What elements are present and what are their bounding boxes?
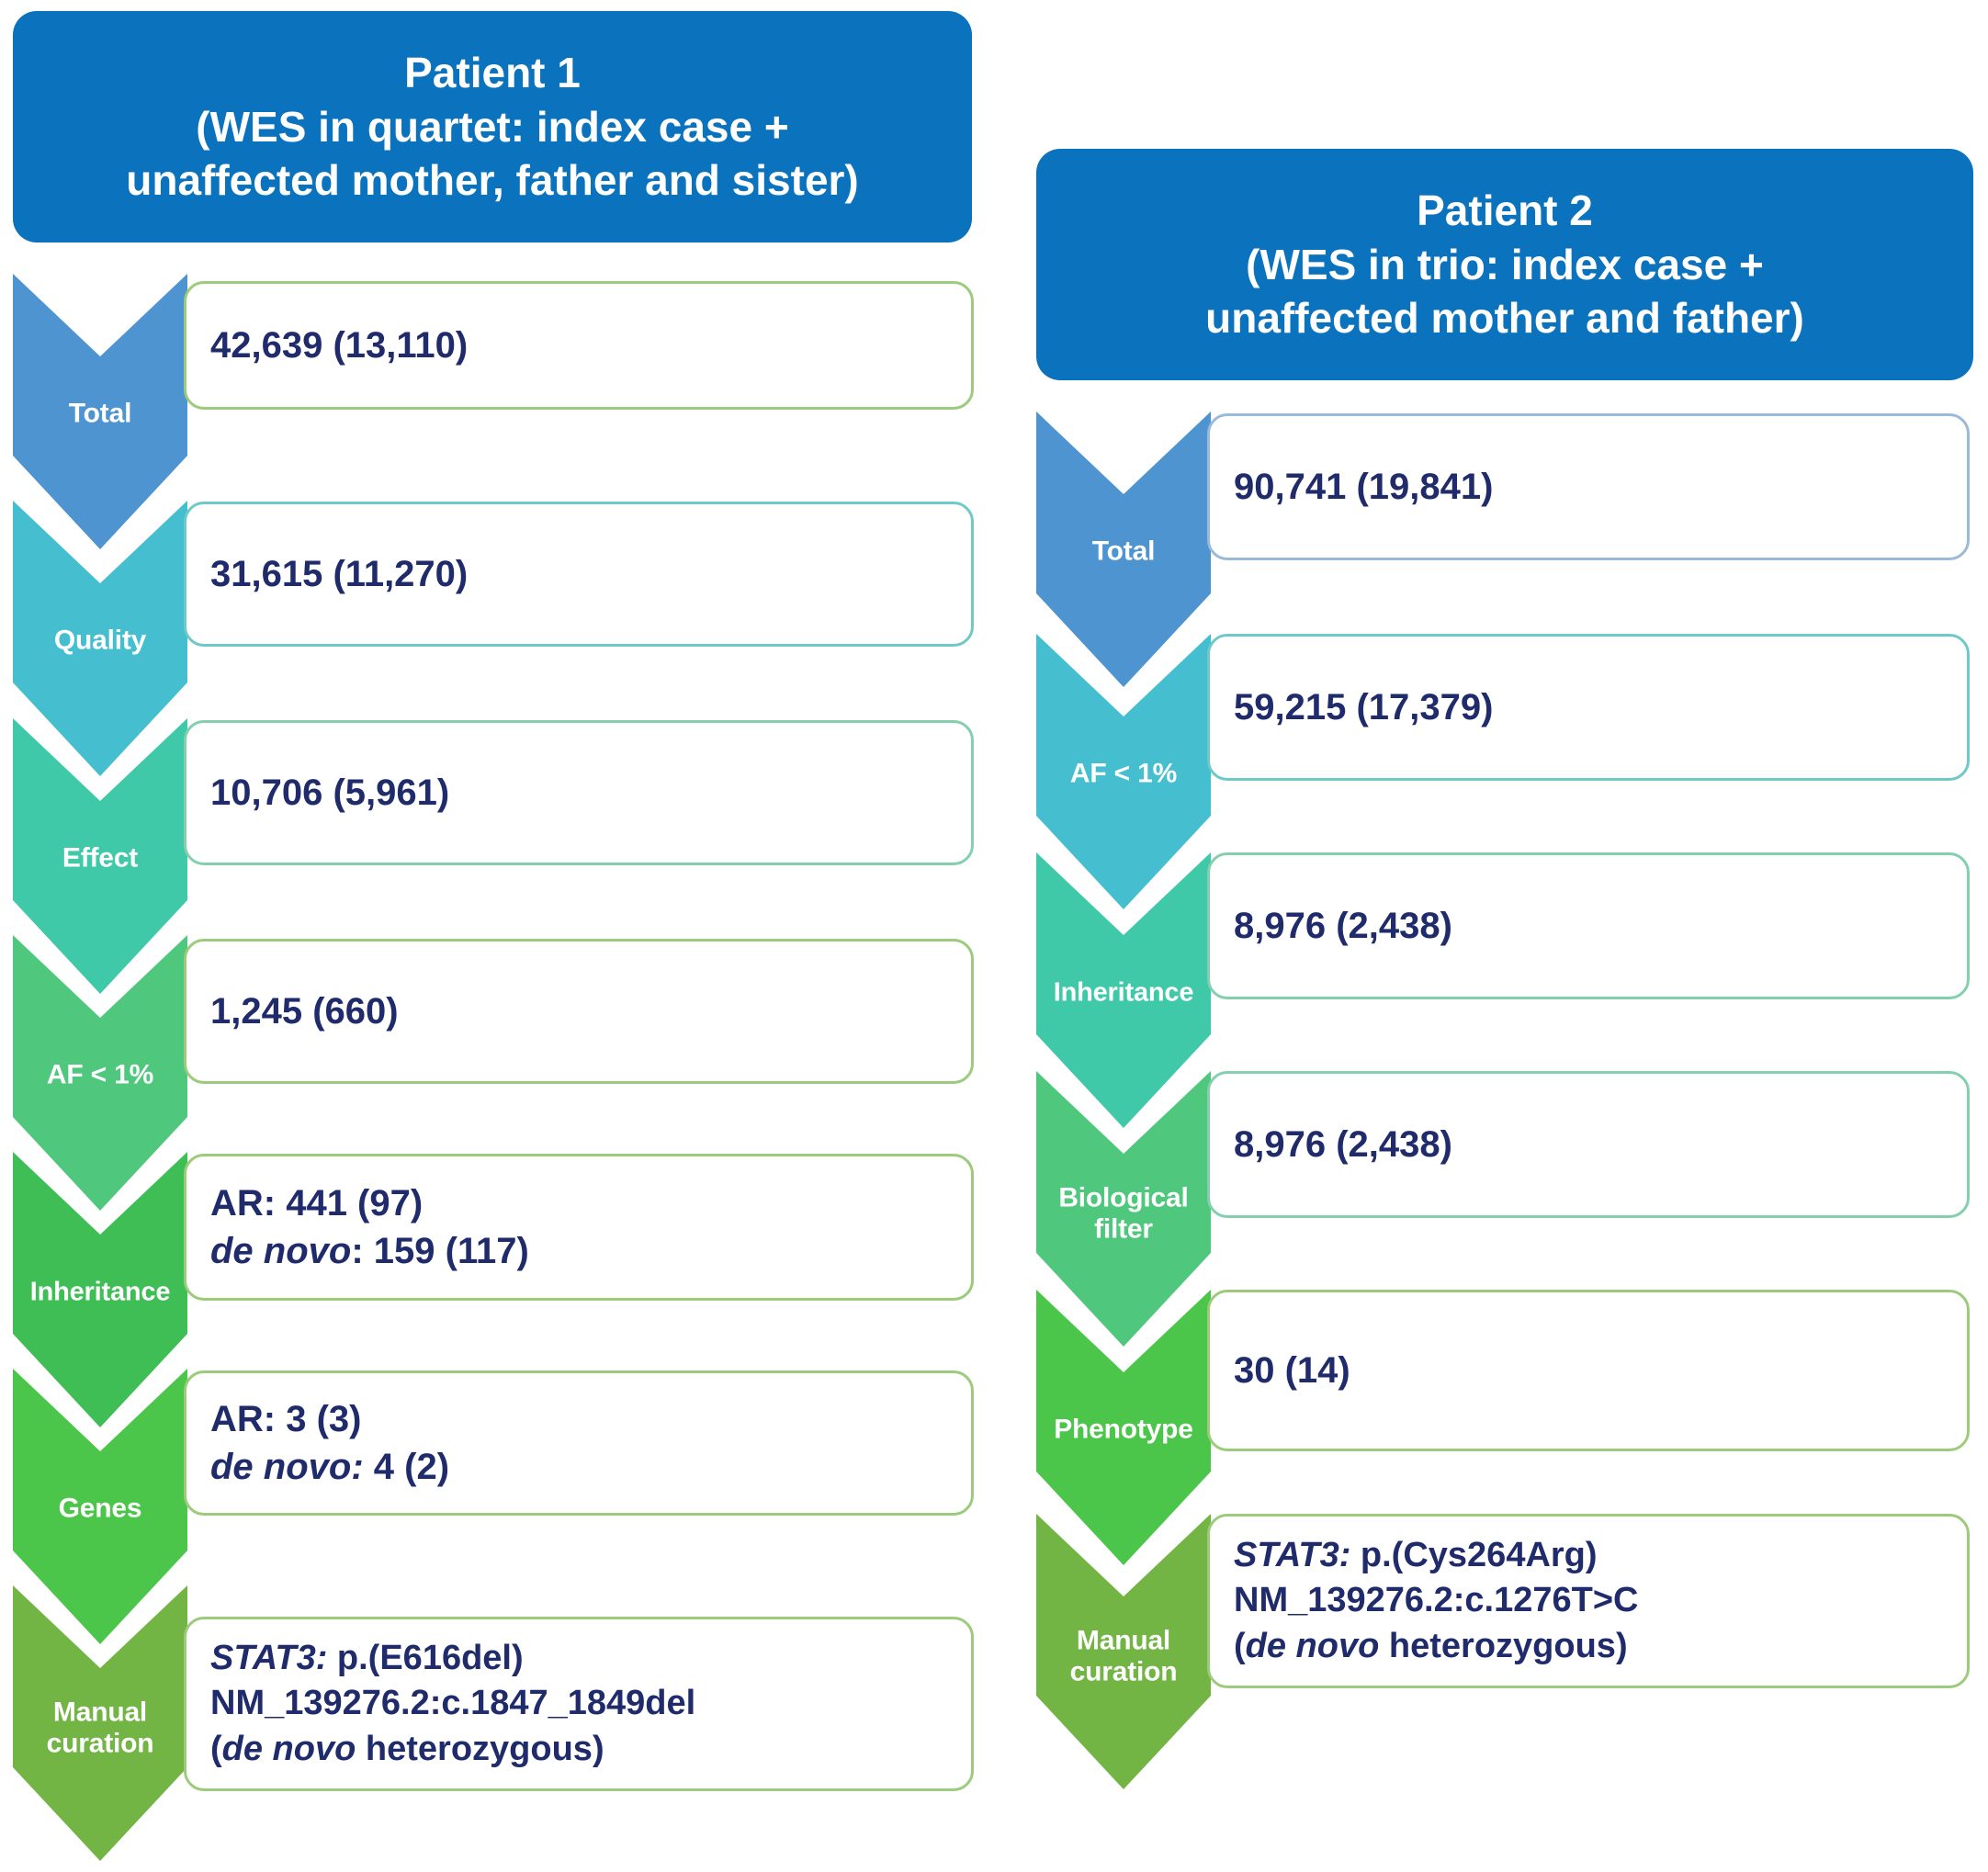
p1-total-value: 42,639 (13,110) (210, 325, 469, 366)
patient-2-subtitle-line-2: unaffected mother and father) (1205, 294, 1804, 343)
p1-genes-value-ar: AR: 3 (3) (210, 1399, 362, 1439)
p2-step-manual-curation-label: Manual curation (1068, 1626, 1180, 1687)
p2-manual-label-line-2: curation (1069, 1656, 1178, 1687)
p1-step-genes-box: AR: 3 (3) de novo: 4 (2) (184, 1370, 974, 1516)
p1-genes-denovo-italic: de novo: (210, 1447, 364, 1487)
p1-inheritance-value-denovo: de novo: 159 (117) (210, 1227, 971, 1275)
p1-step-total-label: Total (68, 398, 132, 429)
p1-step-effect-label: Effect (62, 842, 139, 874)
p2-manual-label-line-1: Manual (1076, 1625, 1171, 1656)
p1-curation-transcript: NM_139276.2:c.1847_1849del (210, 1684, 696, 1723)
p2-step-phenotype-box: 30 (14) (1207, 1290, 1970, 1451)
p1-step-genes-label: Genes (58, 1493, 142, 1524)
p2-total-value: 90,741 (19,841) (1234, 467, 1494, 507)
p1-step-effect-box: 10,706 (5,961) (184, 720, 974, 865)
p1-step-inheritance-box: AR: 441 (97) de novo: 159 (117) (184, 1154, 974, 1301)
p2-curation-denovo-italic: de novo (1245, 1626, 1380, 1665)
p2-biofilter-label-line-2: filter (1094, 1213, 1153, 1245)
patient-1-title: Patient 1 (404, 48, 581, 96)
p1-step-inheritance-label: Inheritance (29, 1277, 171, 1307)
p2-biological-filter-value: 8,976 (2,438) (1234, 1124, 1452, 1165)
p2-step-biological-filter-label: Biological filter (1056, 1183, 1190, 1245)
p2-curation-zygosity-open: ( (1234, 1626, 1246, 1665)
p1-step-total-box: 42,639 (13,110) (184, 281, 974, 410)
p1-curation-zygosity-open: ( (210, 1729, 222, 1768)
p1-curation-protein: p.(E616del) (327, 1638, 524, 1677)
p1-curation-zygosity-rest: heterozygous) (356, 1729, 604, 1768)
p1-step-af-box: 1,245 (660) (184, 939, 974, 1084)
p1-genes-value-denovo: de novo: 4 (2) (210, 1443, 971, 1491)
p2-step-af-label: AF < 1% (1069, 758, 1178, 789)
p1-step-quality-label: Quality (53, 625, 147, 656)
p2-inheritance-value: 8,976 (2,438) (1234, 906, 1452, 946)
patient-1-subtitle-line-1: (WES in quartet: index case + (196, 102, 789, 151)
p1-curation-zygosity: (de novo heterozygous) (210, 1727, 971, 1772)
patient-2-subtitle-line-1: (WES in trio: index case + (1246, 240, 1764, 288)
p2-step-phenotype-label: Phenotype (1054, 1414, 1193, 1445)
p1-genes-denovo-rest: 4 (2) (363, 1447, 450, 1487)
p1-curation-gene-name: STAT3: (210, 1638, 328, 1677)
p2-step-total-label: Total (1091, 536, 1156, 567)
p1-curation-gene-line: STAT3: p.(E616del) (210, 1636, 971, 1681)
p2-af-value: 59,215 (17,379) (1234, 687, 1494, 727)
p1-inheritance-value-ar: AR: 441 (97) (210, 1183, 424, 1224)
p2-step-biological-filter-box: 8,976 (2,438) (1207, 1071, 1970, 1218)
p1-step-manual-curation-box: STAT3: p.(E616del) NM_139276.2:c.1847_18… (184, 1617, 974, 1791)
p2-curation-zygosity-rest: heterozygous) (1379, 1626, 1628, 1665)
p1-effect-value: 10,706 (5,961) (210, 772, 450, 813)
p2-phenotype-value: 30 (14) (1234, 1350, 1350, 1391)
p1-af-value: 1,245 (660) (210, 991, 399, 1032)
patient-2-title: Patient 2 (1417, 186, 1593, 234)
p2-step-manual-curation-box: STAT3: p.(Cys264Arg) NM_139276.2:c.1276T… (1207, 1514, 1970, 1688)
p2-step-inheritance-label: Inheritance (1053, 977, 1194, 1008)
p2-biofilter-label-line-1: Biological (1058, 1182, 1189, 1213)
p1-inheritance-denovo-rest: : 159 (117) (351, 1231, 529, 1271)
p1-step-quality-box: 31,615 (11,270) (184, 502, 974, 647)
p2-curation-protein: p.(Cys264Arg) (1350, 1535, 1598, 1574)
p2-curation-zygosity: (de novo heterozygous) (1234, 1624, 1967, 1669)
p2-curation-gene-line: STAT3: p.(Cys264Arg) (1234, 1533, 1967, 1578)
patient-1-subtitle-line-2: unaffected mother, father and sister) (126, 156, 859, 205)
p2-curation-transcript: NM_139276.2:c.1276T>C (1234, 1581, 1639, 1620)
p2-curation-gene-name: STAT3: (1234, 1535, 1351, 1574)
p1-inheritance-denovo-italic: de novo (210, 1231, 352, 1271)
p2-step-total-arrow: Total (1036, 412, 1211, 687)
p2-step-total-box: 90,741 (19,841) (1207, 413, 1970, 560)
p1-manual-label-line-2: curation (46, 1728, 154, 1759)
p1-step-af-label: AF < 1% (46, 1059, 154, 1090)
p1-manual-label-line-1: Manual (52, 1697, 148, 1728)
patient-2-header: Patient 2 (WES in trio: index case + una… (1036, 149, 1973, 380)
p2-step-af-box: 59,215 (17,379) (1207, 634, 1970, 781)
patient-1-header: Patient 1 (WES in quartet: index case + … (13, 11, 972, 242)
p1-step-manual-curation-label: Manual curation (45, 1697, 156, 1759)
p1-step-total-arrow: Total (13, 274, 187, 549)
p2-step-inheritance-box: 8,976 (2,438) (1207, 852, 1970, 999)
p1-quality-value: 31,615 (11,270) (210, 554, 469, 594)
p1-curation-denovo-italic: de novo (221, 1729, 356, 1768)
